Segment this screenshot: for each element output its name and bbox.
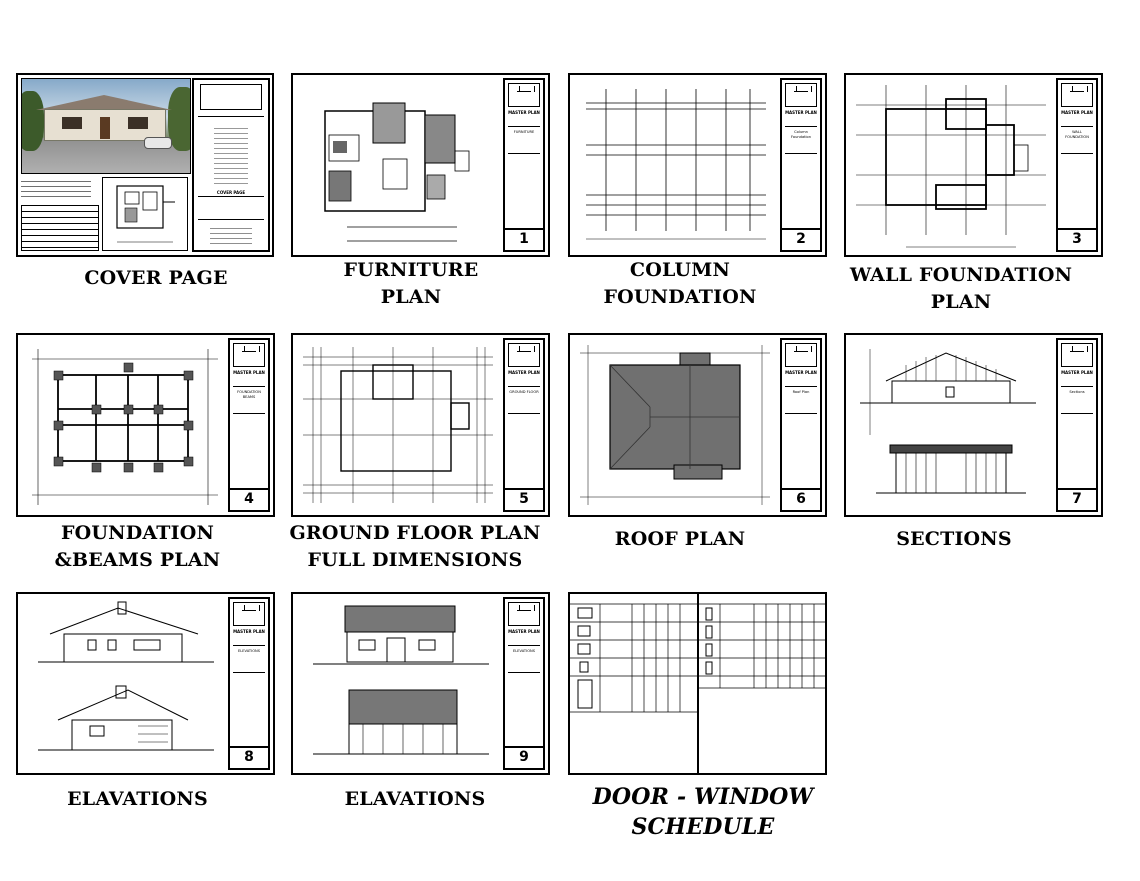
caption-line: ROOF PLAN <box>614 528 746 550</box>
caption-line: WALL FOUNDATION <box>849 264 1073 286</box>
foundation-beams-drawing <box>32 349 218 505</box>
caption-furniture: FURNITURE PLAN <box>271 257 551 311</box>
title-block: MASTER PLAN ELEVATIONS 9 <box>503 597 545 770</box>
sheet-number: 1 <box>505 228 543 250</box>
title-block: MASTER PLAN Column Foundation 2 <box>780 78 822 252</box>
firm-name: MASTER PLAN <box>508 370 540 375</box>
sheet-title: Roof Plan <box>785 386 817 414</box>
logo-icon <box>508 602 540 626</box>
caption-ground-floor: GROUND FLOOR PLAN FULL DIMENSIONS <box>275 520 555 574</box>
caption-line: FOUNDATION <box>60 522 215 544</box>
sheet-title: FURNITURE <box>508 126 540 154</box>
title-block: MASTER PLAN FURNITURE 1 <box>503 78 545 252</box>
firm-name: MASTER PLAN <box>1061 370 1093 375</box>
sheet-elevations-1[interactable]: MASTER PLAN ELEVATIONS 8 <box>16 592 275 775</box>
sections-drawing <box>860 349 1036 494</box>
caption-line: PLAN <box>930 291 992 313</box>
caption-line: SECTIONS <box>896 528 1012 550</box>
schedule-table-drawing <box>570 594 825 773</box>
cover-title-label: COVER PAGE <box>216 190 246 195</box>
sheet-foundation-beams[interactable]: MASTER PLAN FOUNDATION BEAMS 4 <box>16 333 275 517</box>
title-block: MASTER PLAN Sections 7 <box>1056 338 1098 512</box>
sheet-furniture-plan[interactable]: MASTER PLAN FURNITURE 1 <box>291 73 550 257</box>
cover-title-block <box>192 78 270 252</box>
caption-wall-foundation: WALL FOUNDATION PLAN <box>828 262 1094 316</box>
logo-icon <box>1061 343 1093 367</box>
sheet-number: 8 <box>230 746 268 768</box>
sheet-title: Sections <box>1061 386 1093 414</box>
sheet-ground-floor-plan[interactable]: MASTER PLAN GROUND FLOOR 5 <box>291 333 550 517</box>
sheet-title: WALL FOUNDATION <box>1061 126 1093 154</box>
wall-foundation-drawing <box>856 85 1046 248</box>
caption-line: DOOR - WINDOW <box>592 784 814 810</box>
caption-door-window-schedule: DOOR - WINDOW SCHEDULE <box>548 782 858 842</box>
firm-name: MASTER PLAN <box>233 629 265 634</box>
elevations-drawing <box>313 605 489 755</box>
caption-line: PLAN <box>380 286 442 308</box>
sheet-door-window-schedule[interactable] <box>568 592 827 775</box>
cover-specs-table <box>21 177 99 251</box>
logo-icon <box>508 343 540 367</box>
logo-icon <box>233 602 265 626</box>
caption-line: &BEAMS PLAN <box>54 549 221 571</box>
caption-sections: SECTIONS <box>814 526 1094 553</box>
roof-plan-drawing <box>580 345 770 505</box>
title-block: MASTER PLAN FOUNDATION BEAMS 4 <box>228 338 270 512</box>
firm-name: MASTER PLAN <box>508 110 540 115</box>
sheet-wall-foundation[interactable]: MASTER PLAN WALL FOUNDATION 3 <box>844 73 1103 257</box>
sheet-number: 9 <box>505 746 543 768</box>
elevations-drawing <box>38 601 214 751</box>
ground-floor-plan-drawing <box>303 347 493 503</box>
caption-elevations-1: ELAVATIONS <box>0 786 275 813</box>
caption-cover: COVER PAGE <box>16 265 296 292</box>
sheet-elevations-2[interactable]: MASTER PLAN ELEVATIONS 9 <box>291 592 550 775</box>
sheet-number: 7 <box>1058 488 1096 510</box>
logo-icon <box>785 343 817 367</box>
sheet-roof-plan[interactable]: MASTER PLAN Roof Plan 6 <box>568 333 827 517</box>
firm-name: MASTER PLAN <box>1061 110 1093 115</box>
caption-line: FURNITURE <box>343 259 479 281</box>
caption-elevations-2: ELAVATIONS <box>275 786 555 813</box>
furniture-plan-drawing <box>324 102 470 242</box>
logo-icon <box>1061 83 1093 107</box>
sheet-title: FOUNDATION BEAMS <box>233 386 265 414</box>
sheet-number: 4 <box>230 488 268 510</box>
firm-name: MASTER PLAN <box>785 370 817 375</box>
firm-name: MASTER PLAN <box>233 370 265 375</box>
sheet-title: Column Foundation <box>785 126 817 154</box>
logo-icon <box>785 83 817 107</box>
sheet-title: ELEVATIONS <box>233 645 265 673</box>
sheet-number: 5 <box>505 488 543 510</box>
caption-line: ELAVATIONS <box>344 788 486 810</box>
sheet-title: GROUND FLOOR <box>508 386 540 414</box>
caption-roof-plan: ROOF PLAN <box>540 526 820 553</box>
firm-name: MASTER PLAN <box>508 629 540 634</box>
house-rendering-image <box>21 78 191 174</box>
sheet-sections[interactable]: MASTER PLAN Sections 7 <box>844 333 1103 517</box>
title-block: MASTER PLAN GROUND FLOOR 5 <box>503 338 545 512</box>
caption-line: COVER PAGE <box>84 267 228 289</box>
caption-line: ELAVATIONS <box>67 788 208 810</box>
firm-name: MASTER PLAN <box>785 110 817 115</box>
logo-icon <box>508 83 540 107</box>
sheet-cover[interactable] <box>16 73 274 257</box>
title-block: MASTER PLAN ELEVATIONS 8 <box>228 597 270 770</box>
sheet-number: 3 <box>1058 228 1096 250</box>
caption-line: SCHEDULE <box>631 814 775 840</box>
caption-line: GROUND FLOOR PLAN <box>289 522 541 544</box>
column-foundation-drawing <box>586 89 766 240</box>
sheet-title: ELEVATIONS <box>508 645 540 673</box>
caption-line: FOUNDATION <box>603 286 757 308</box>
caption-line: FULL DIMENSIONS <box>307 549 523 571</box>
caption-foundation-beams: FOUNDATION &BEAMS PLAN <box>0 520 275 574</box>
cover-plan-thumbnail <box>102 177 188 251</box>
caption-column-foundation: COLUMN FOUNDATION <box>540 257 820 311</box>
sheet-column-foundation[interactable]: MASTER PLAN Column Foundation 2 <box>568 73 827 257</box>
sheet-number: 6 <box>782 488 820 510</box>
logo-icon <box>233 343 265 367</box>
sheet-number: 2 <box>782 228 820 250</box>
caption-line: COLUMN <box>629 259 731 281</box>
title-block: MASTER PLAN Roof Plan 6 <box>780 338 822 512</box>
title-block: MASTER PLAN WALL FOUNDATION 3 <box>1056 78 1098 252</box>
